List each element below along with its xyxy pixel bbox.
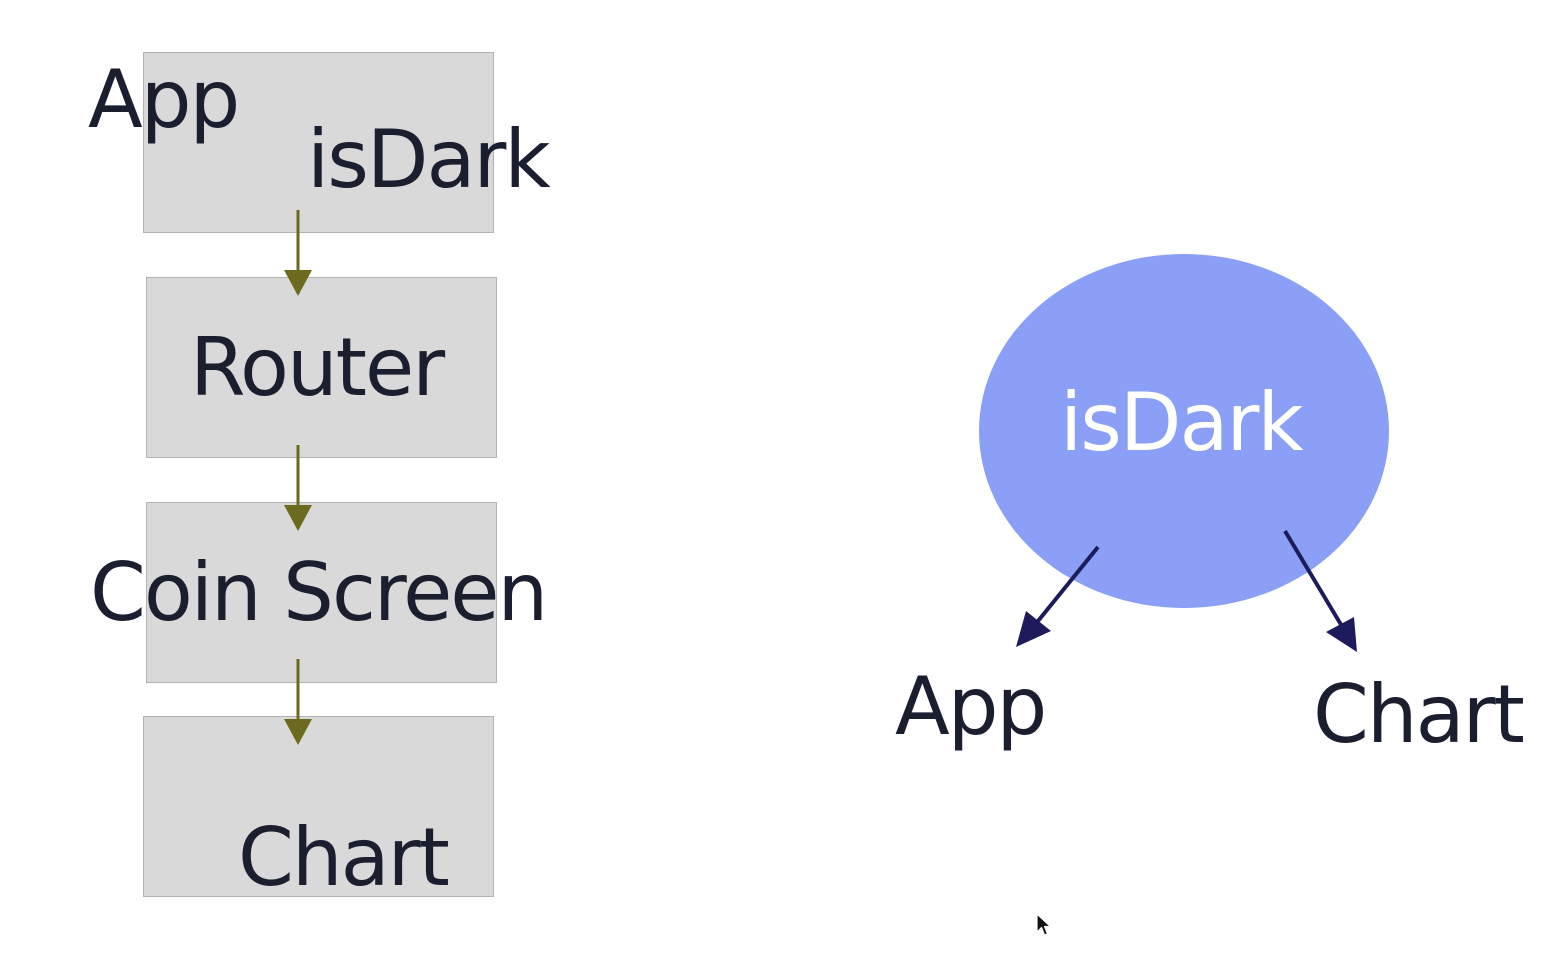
chart-target-label: Chart (1313, 668, 1525, 761)
flow-arrow-app-router (284, 210, 312, 296)
state-arrow-to-app (1016, 545, 1100, 647)
isdark-label: isDark (307, 113, 551, 206)
app-box (143, 52, 494, 233)
coin-screen-box (146, 502, 497, 683)
app-label: App (88, 53, 240, 146)
mouse-pointer-icon (1036, 913, 1052, 936)
flow-arrow-coin-screen-chart (284, 659, 312, 745)
isdark-state-circle (979, 254, 1389, 608)
coin-screen-label: Coin Screen (90, 546, 548, 639)
flow-arrow-router-coin-screen (284, 445, 312, 531)
chart-box (143, 716, 494, 897)
state-arrow-to-chart (1283, 529, 1357, 652)
isdark-state-label: isDark (1060, 376, 1304, 469)
router-box (146, 277, 497, 458)
chart-label: Chart (238, 811, 450, 904)
app-target-label: App (895, 660, 1047, 753)
router-label: Router (190, 321, 445, 414)
